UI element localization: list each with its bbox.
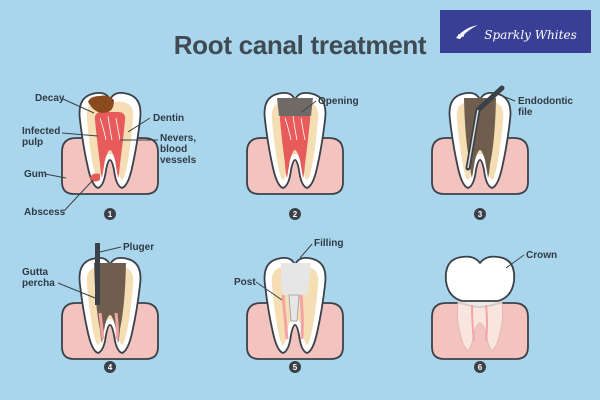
step-1-number: 1 [108,210,113,219]
step-1-number-badge [104,208,116,220]
step-4-number: 4 [108,363,113,372]
leader-post [255,281,283,301]
leader-filling [299,243,313,259]
leader-opening [301,100,317,113]
leader-gutta-percha [57,282,101,301]
label-file-line1: Endodontic [518,96,573,107]
label-nerves-line1: Nevers, [160,133,196,144]
step-5-number-badge [289,361,301,373]
brand-logo: Sparkly Whites [440,10,591,53]
label-gum: Gum [24,169,47,180]
brand-swoosh-icon [456,24,479,39]
step-2-tooth [246,91,344,195]
label-gutta-line2: percha [22,278,55,289]
label-post: Post [234,277,256,288]
step-3-number-badge [474,208,486,220]
step-6-tooth [431,255,529,360]
leader-pluger [99,246,122,253]
step-1-tooth [61,91,159,195]
step-3-tooth [431,85,529,195]
label-infected-line1: Infected [22,126,60,137]
label-pluger: Pluger [123,242,154,253]
leader-crown [505,254,525,269]
label-infected-line2: pulp [22,137,43,148]
step-2-number-badge [289,208,301,220]
label-filling: Filling [314,238,343,249]
step-3-number: 3 [478,210,483,219]
leader-dentin [127,117,151,133]
step-4-tooth [61,243,159,360]
step-5-tooth [246,256,344,360]
label-crown: Crown [526,250,557,261]
step-6-number-badge [474,361,486,373]
label-opening: Opening [318,96,359,107]
label-file-line2: file [518,107,533,118]
step-6-number: 6 [478,363,483,372]
leader-decay [62,98,95,114]
leader-endodontic-file [504,96,516,102]
label-decay: Decay [35,93,65,104]
label-nerves-line3: vessels [160,155,197,166]
label-abscess: Abscess [24,207,66,218]
step-5-number: 5 [293,363,298,372]
page-title: Root canal treatment [173,30,427,60]
brand-name: Sparkly Whites [484,27,577,42]
label-nerves-line2: blood [160,144,187,155]
leader-infected-pulp [61,132,99,137]
leader-gum [44,173,67,179]
label-dentin: Dentin [153,113,184,124]
label-gutta-line1: Gutta [22,267,49,278]
leader-abscess [63,179,94,212]
step-4-number-badge [104,361,116,373]
step-2-number: 2 [293,210,298,219]
